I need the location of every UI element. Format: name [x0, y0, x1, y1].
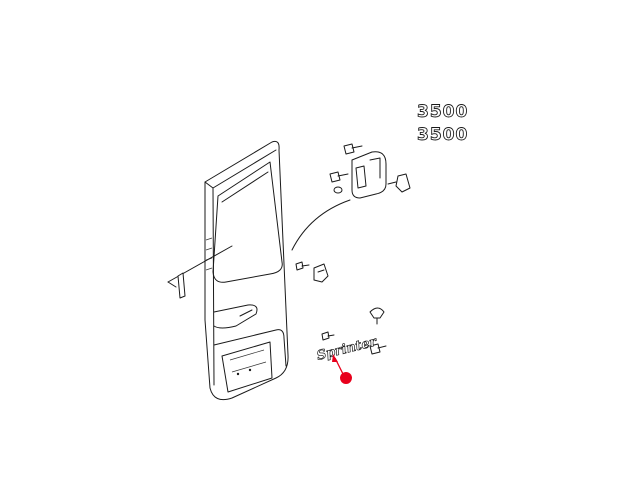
- model-badge-lower: 3500: [417, 125, 468, 146]
- badge-upper-text: 3500: [417, 102, 468, 122]
- model-badge-upper: 3500: [417, 102, 468, 123]
- bolt-middle: [329, 171, 349, 183]
- nut-small: [333, 186, 343, 194]
- bracket-leader-line: [291, 199, 351, 251]
- rear-door-panel: [204, 140, 289, 401]
- push-pin-fastener: [369, 307, 385, 325]
- door-seal-callout: [167, 245, 233, 299]
- highlight-callout: [332, 354, 352, 384]
- bolt-upper: [343, 143, 363, 155]
- clip-lower: [369, 343, 387, 355]
- latch-clip: [313, 263, 329, 283]
- rear-camera-bracket: [351, 151, 387, 199]
- screw-lower: [321, 331, 335, 341]
- camera-unit: [387, 173, 411, 193]
- badge-lower-text: 3500: [417, 125, 468, 145]
- screw-left: [295, 261, 310, 271]
- highlight-dot: [340, 372, 352, 384]
